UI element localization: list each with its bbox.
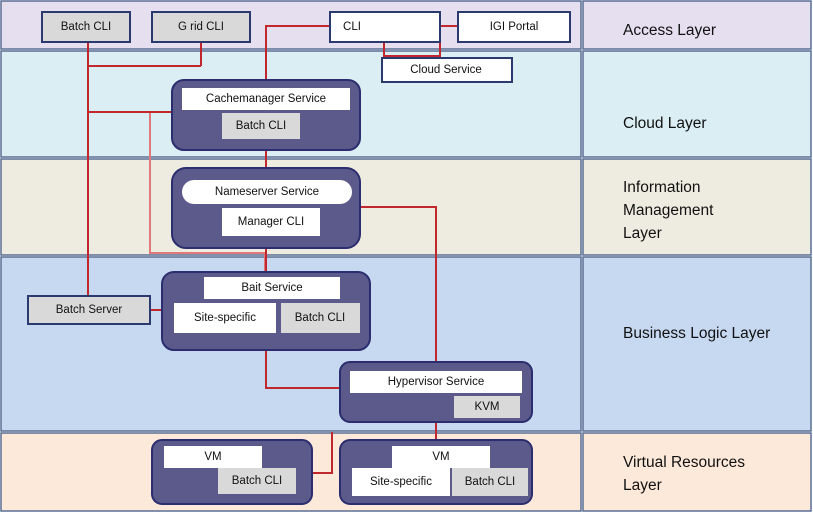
hypervisor-service-label: Hypervisor Service — [388, 376, 485, 388]
nameserver-service-box — [182, 180, 352, 204]
vm2-site-specific-box — [352, 468, 450, 496]
virtual-resources-layer-label-band — [582, 432, 812, 512]
bait-site-specific-box — [174, 303, 276, 333]
nameserver-service-label: Nameserver Service — [215, 186, 319, 198]
cli-box — [329, 11, 441, 43]
kvm-box — [454, 396, 520, 418]
cloud-layer-label-band — [582, 50, 812, 158]
hypervisor-service-box — [350, 371, 522, 393]
vm2-site-specific-label: Site-specific — [370, 476, 432, 488]
manager-cli-label: Manager CLI — [238, 216, 304, 228]
vm2-vm-box — [392, 446, 490, 468]
bait-service-label: Bait Service — [241, 282, 302, 294]
cachemanager-service-label: Cachemanager Service — [206, 93, 326, 105]
bait-batch-cli-label: Batch CLI — [295, 312, 346, 324]
business-logic-layer-label: Business Logic Layer — [623, 325, 770, 342]
igi-portal-label: IGI Portal — [490, 21, 539, 33]
bait-batch-cli-box — [281, 303, 360, 333]
vm1-batch-cli-box — [218, 468, 296, 494]
grid-cli-box — [151, 11, 251, 43]
connector-cli-to-cachemanager — [265, 25, 330, 80]
boxes — [27, 11, 571, 496]
kvm-label: KVM — [475, 401, 500, 413]
vm1-vm-box — [164, 446, 262, 468]
cachemanager-batch-cli-box — [222, 113, 300, 139]
business-logic-layer-label-band — [582, 256, 812, 432]
batch-server-box — [27, 295, 151, 325]
connector-igi-portal-to-cloud-service — [384, 42, 441, 57]
label-line: Layer — [623, 477, 662, 494]
label-line: Information — [623, 179, 701, 196]
igi-portal-box — [457, 11, 571, 43]
box-labels: Batch CLI G rid CLI CLI IGI Portal Cloud… — [56, 21, 539, 488]
grid-cli-label: G rid CLI — [178, 21, 224, 33]
vm1-batch-cli-label: Batch CLI — [232, 475, 283, 487]
cachemanager-batch-cli-label: Batch CLI — [236, 120, 287, 132]
bait-service-box — [204, 277, 340, 299]
vm2-batch-cli-label: Batch CLI — [465, 476, 516, 488]
manager-cli-box — [222, 208, 320, 236]
access-layer-label: Access Layer — [623, 22, 716, 39]
connector-nameserver-to-hypervisor — [360, 206, 437, 362]
cachemanager-service-box — [182, 88, 350, 110]
cloud-layer-label: Cloud Layer — [623, 115, 707, 132]
information-management-layer-label-band — [582, 158, 812, 256]
label-line: Layer — [623, 225, 662, 242]
connector-lines — [87, 25, 458, 474]
label-line: Virtual Resources — [623, 454, 745, 471]
access-batch-cli-box — [41, 11, 131, 43]
cli-label: CLI — [343, 21, 361, 33]
batch-server-label: Batch Server — [56, 304, 123, 316]
cloud-service-box — [381, 57, 513, 83]
cloud-service-label: Cloud Service — [410, 64, 482, 76]
access-batch-cli-label: Batch CLI — [61, 21, 112, 33]
bait-site-specific-label: Site-specific — [194, 312, 256, 324]
access-layer-label-band — [582, 0, 812, 50]
vm2-vm-label: VM — [432, 451, 449, 463]
connector-bait-to-hypervisor — [265, 350, 340, 389]
vm2-batch-cli-box — [452, 468, 528, 496]
connector-hypervisor-to-vm1 — [312, 432, 333, 474]
label-line: Management — [623, 202, 714, 219]
vm1-vm-label: VM — [204, 451, 221, 463]
